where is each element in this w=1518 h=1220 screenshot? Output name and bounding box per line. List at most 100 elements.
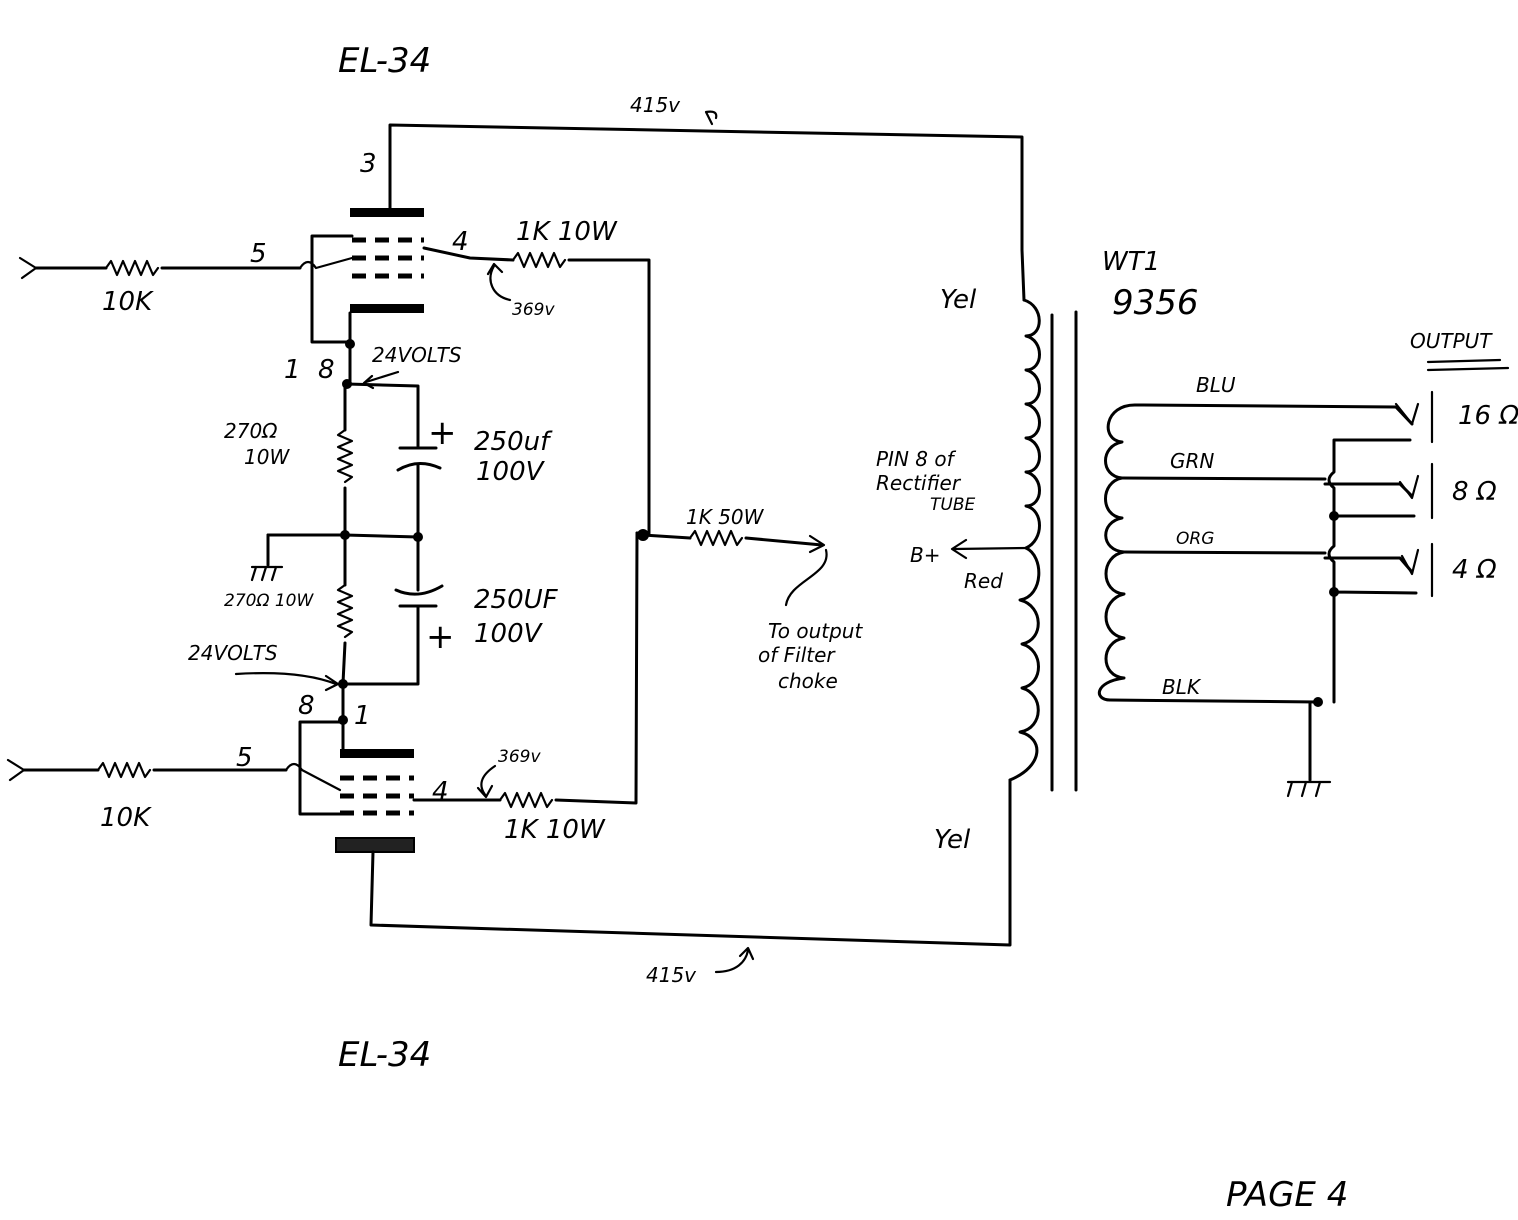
- top-grid-resistor: [104, 259, 160, 277]
- dropping-wire-2: [744, 536, 824, 547]
- top-grid-pin-label: 5: [250, 239, 267, 269]
- secondary-grn-label: GRN: [1170, 449, 1214, 473]
- top-cathode-pin-8-label: 8: [318, 355, 335, 385]
- bottom-cap-value: 250UF: [474, 585, 559, 615]
- top-cathode-voltage-arrow: [362, 370, 400, 390]
- top-screen-voltage: 369v: [512, 300, 555, 320]
- bottom-cathode-tie: [298, 720, 345, 816]
- bottom-plate-voltage-arrow: [714, 946, 755, 974]
- center-tap-label: Red: [964, 569, 1003, 593]
- bottom-cathode-pin-8-label: 8: [298, 691, 315, 721]
- bottom-grid-resistor-label: 10K: [100, 803, 152, 833]
- top-cathode-tie: [310, 234, 354, 344]
- top-grid-hop: [298, 256, 354, 270]
- output-node-4-dot: [1329, 587, 1339, 597]
- top-cathode-voltage: 24VOLTS: [372, 343, 462, 367]
- secondary-grn-wire: [1120, 476, 1327, 481]
- top-screen-wire-2: [567, 258, 651, 535]
- bottom-screen-resistor: [498, 791, 554, 809]
- bottom-plate-wire: [369, 778, 1012, 947]
- bottom-grid-hop: [284, 762, 342, 792]
- top-cap-top-wire: [345, 382, 420, 448]
- dropping-resistor-label: 1K 50W: [686, 505, 765, 529]
- bottom-cap-voltage: 100V: [474, 619, 544, 649]
- secondary-org-wire: [1122, 550, 1327, 555]
- secondary-blu-label: BLU: [1196, 373, 1236, 397]
- bottom-grid-pin-label: 5: [236, 743, 253, 773]
- dropping-arrow-head: [808, 534, 826, 554]
- filter-choke-leader: [784, 548, 828, 607]
- bottom-cathode-pin-1-label: 1: [354, 701, 371, 731]
- bottom-tube-cathode: [340, 749, 414, 758]
- top-plate-pin-label: 3: [360, 149, 377, 179]
- output-4-wire: [1323, 556, 1414, 574]
- top-screen-resistor: [511, 251, 567, 269]
- secondary-ground-icon: [1286, 780, 1332, 798]
- bottom-input-arrow: [6, 758, 26, 782]
- top-cap-voltage: 100V: [476, 457, 546, 487]
- primary-bottom-lead-label: Yel: [934, 825, 971, 855]
- top-screen-voltage-arrow: [486, 262, 512, 302]
- bottom-screen-voltage-arrow: [476, 764, 497, 799]
- filter-choke-note-3: choke: [778, 669, 838, 693]
- bottom-plate-voltage: 415v: [646, 963, 697, 987]
- top-cathode-resistor-value: 270Ω: [224, 419, 278, 443]
- page-number: PAGE 4: [1226, 1175, 1348, 1215]
- filter-choke-note-1: To output: [768, 619, 863, 643]
- top-plate-voltage-arrow: [704, 110, 718, 126]
- bottom-tube: [335, 749, 415, 853]
- bottom-pin8-dot: [338, 679, 348, 689]
- rectifier-note-2: Rectifier: [876, 471, 962, 495]
- b-plus-wire: [950, 538, 1030, 560]
- output-jack-16-icon: [1394, 390, 1434, 444]
- filter-choke-note-2: of Filter: [758, 643, 836, 667]
- output-tap-8-label: 8 Ω: [1452, 477, 1497, 507]
- bottom-screen-resistor-label: 1K 10W: [504, 815, 606, 845]
- bottom-cathode-voltage-arrow: [234, 672, 340, 692]
- top-cathode-resistor-watt: 10W: [244, 445, 290, 469]
- top-cap-value: 250uf: [474, 427, 553, 457]
- top-cap-plus: +: [428, 413, 457, 453]
- rectifier-note-1: PIN 8 of: [876, 447, 957, 471]
- output-node-8-dot: [1329, 511, 1339, 521]
- top-screen-wire: [422, 246, 515, 262]
- transformer-part: 9356: [1112, 283, 1199, 323]
- rectifier-note-3: TUBE: [930, 495, 975, 515]
- primary-top-lead-label: Yel: [940, 285, 977, 315]
- top-screen-resistor-label: 1K 10W: [516, 217, 618, 247]
- bottom-cathode-resistor: [336, 583, 354, 639]
- bottom-tube-label: EL-34: [338, 1035, 431, 1075]
- top-grid-resistor-label: 10K: [102, 287, 154, 317]
- top-tube: [350, 208, 424, 313]
- output-title: OUTPUT: [1410, 329, 1493, 353]
- b-plus-label: B+: [910, 543, 940, 567]
- transformer-name: WT1: [1102, 247, 1160, 277]
- top-cathode-lead: [343, 311, 352, 432]
- top-cathode-resistor: [336, 428, 354, 484]
- bottom-tube-plate: [335, 837, 415, 853]
- top-pin1-dot: [345, 339, 355, 349]
- bottom-cap-plate-curved: [394, 584, 444, 596]
- secondary-org-label: ORG: [1176, 529, 1214, 549]
- primary-winding-top: [1022, 298, 1041, 550]
- bottom-grid-resistor: [96, 761, 152, 779]
- bottom-cathode-voltage: 24VOLTS: [188, 641, 278, 665]
- dropping-wire: [641, 533, 692, 540]
- output-common-rail: [1327, 438, 1418, 704]
- output-title-underline-2: [1426, 366, 1510, 372]
- secondary-blu-wire: [1134, 403, 1414, 426]
- secondary-blk-wire: [1108, 698, 1320, 704]
- primary-winding-bottom: [1008, 546, 1041, 782]
- top-tube-label: EL-34: [338, 41, 431, 81]
- output-jack-4-icon: [1400, 542, 1434, 598]
- output-node-com-dot: [1313, 697, 1323, 707]
- output-tap-4-label: 4 Ω: [1452, 555, 1497, 585]
- top-screen-pin-label: 4: [452, 227, 469, 257]
- output-title-underline-1: [1426, 358, 1502, 364]
- bottom-cap-bottom-wire: [341, 604, 420, 686]
- bottom-cathode-resistor-label: 270Ω 10W: [224, 591, 314, 611]
- dropping-resistor: [688, 529, 744, 547]
- top-tube-cathode: [350, 304, 424, 313]
- bottom-screen-wire-2: [554, 531, 639, 805]
